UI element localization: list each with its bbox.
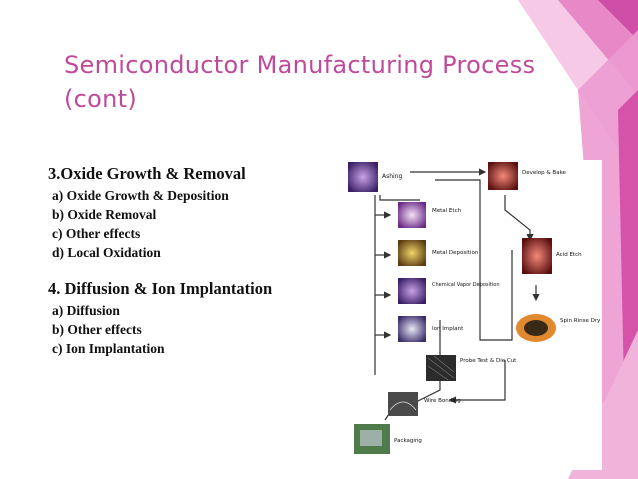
wire-bonding-image — [388, 392, 418, 416]
metal-etch-image — [398, 202, 426, 228]
list-item: b) Oxide Removal — [52, 207, 157, 222]
label-metal-deposition: Metal Deposition — [432, 250, 479, 256]
label-acid-etch: Acid Etch — [556, 252, 582, 258]
list-item: d) Local Oxidation — [52, 245, 161, 260]
section-heading: 3.Oxide Growth & Removal — [48, 164, 246, 183]
list-item: a) Diffusion — [52, 303, 120, 318]
step-metal-deposition: Metal Deposition — [398, 240, 479, 266]
step-ashing: Ashing — [348, 162, 403, 192]
step-metal-etch: Metal Etch — [398, 202, 462, 228]
flow-connector — [448, 360, 506, 404]
slide-title: Semiconductor Manufacturing Process (con… — [64, 48, 584, 116]
acid-etch-image — [522, 238, 552, 274]
cvd-image — [398, 278, 426, 304]
flow-connector — [504, 195, 534, 242]
section-heading: 4. Diffusion & Ion Implantation — [48, 279, 273, 298]
step-packaging: Packaging — [354, 424, 422, 454]
label-packaging: Packaging — [394, 438, 422, 444]
label-metal-etch: Metal Etch — [432, 208, 462, 214]
label-ion-implant: Ion Implant — [432, 326, 464, 332]
step-probe-test: Probe Test & Die Cut — [426, 355, 517, 381]
step-acid-etch: Acid Etch — [522, 238, 582, 274]
ion-implant-image — [398, 316, 426, 342]
label-cvd: Chemical Vapor Deposition — [432, 282, 500, 288]
decorative-triangles — [518, 0, 638, 479]
label-wire-bonding: Wire Bonding — [424, 398, 461, 404]
step-cvd: Chemical Vapor Deposition — [398, 278, 500, 304]
title-line-1: Semiconductor Manufacturing Process — [64, 51, 536, 79]
step-wire-bonding: Wire Bonding — [388, 392, 461, 416]
step-ion-implant: Ion Implant — [398, 316, 464, 342]
step-develop-bake: Develop & Bake — [488, 162, 567, 190]
list-item: c) Ion Implantation — [52, 341, 165, 356]
label-spin-rinse-dry: Spin Rinse Dry — [560, 318, 601, 324]
list-item: c) Other effects — [52, 226, 141, 241]
label-ashing: Ashing — [382, 173, 403, 180]
list-item: b) Other effects — [52, 322, 142, 337]
flow-connector — [435, 179, 513, 341]
slide-content: 3.Oxide Growth & Removal a) Oxide Growth… — [48, 164, 272, 360]
metal-deposition-image — [398, 240, 426, 266]
list-item: a) Oxide Growth & Deposition — [52, 188, 229, 203]
develop-bake-image — [488, 162, 518, 190]
step-spin-rinse-dry: Spin Rinse Dry — [516, 314, 601, 342]
flow-connector — [374, 195, 420, 375]
label-probe-test: Probe Test & Die Cut — [460, 358, 517, 364]
ashing-image — [348, 162, 378, 192]
title-line-2: (cont) — [64, 85, 138, 113]
process-flowchart: Ashing Metal Etch Metal Deposition Chemi… — [340, 160, 602, 470]
label-develop-bake: Develop & Bake — [522, 170, 567, 176]
